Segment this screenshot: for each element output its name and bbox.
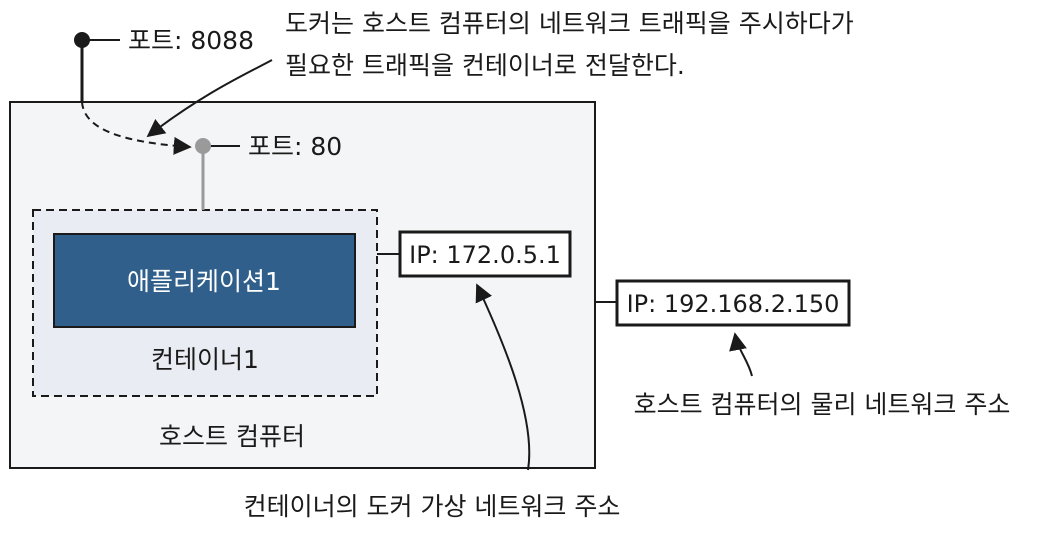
host-ip-caption: 호스트 컴퓨터의 물리 네트워크 주소 bbox=[634, 390, 1011, 419]
container-ip-text: IP: 172.0.5.1 bbox=[409, 241, 561, 269]
container-port-dot bbox=[195, 138, 211, 154]
container-ip-caption-arrow bbox=[475, 283, 531, 471]
application-label: 애플리케이션1 bbox=[127, 267, 281, 296]
container-ip-box bbox=[398, 230, 572, 278]
host-port-dot bbox=[74, 32, 90, 48]
container-port-label: 포트: 80 bbox=[248, 132, 342, 161]
application-box bbox=[53, 233, 356, 328]
host-ip-caption-arrow bbox=[729, 332, 753, 377]
host-ip-text: IP: 192.168.2.150 bbox=[627, 290, 840, 318]
host-computer-label: 호스트 컴퓨터 bbox=[159, 422, 305, 451]
host-ip-box bbox=[615, 279, 851, 327]
host-port-label: 포트: 8088 bbox=[128, 26, 254, 55]
forwarding-path-arrow bbox=[81, 101, 192, 155]
docker-note-line2: 필요한 트래픽을 컨테이너로 전달한다. bbox=[285, 51, 685, 80]
docker-note-line1: 도커는 호스트 컴퓨터의 네트워크 트래픽을 주시하다가 bbox=[285, 9, 854, 38]
container-ip-caption: 컨테이너의 도커 가상 네트워크 주소 bbox=[244, 492, 621, 521]
docker-note-arrow bbox=[146, 59, 273, 138]
container-label: 컨테이너1 bbox=[151, 345, 259, 374]
